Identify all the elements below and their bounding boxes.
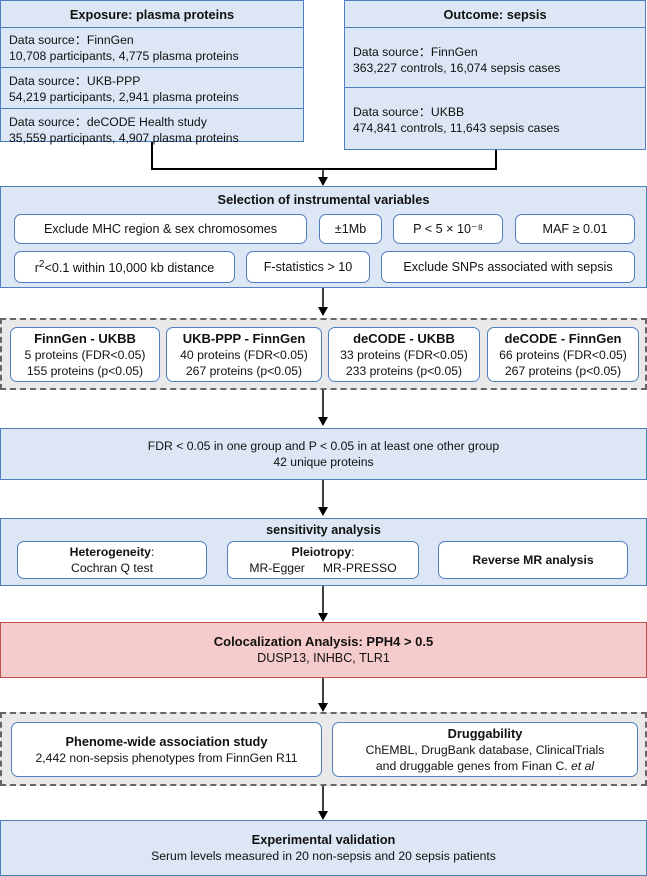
heterogeneity-test: Cochran Q test xyxy=(71,561,153,575)
pleiotropy-method-egger: MR-Egger xyxy=(249,561,305,575)
mr-group-title: FinnGen - UKBB xyxy=(34,330,136,346)
mr-group-p: 155 proteins (p<0.05) xyxy=(26,363,144,378)
exposure-source-detail: 35,559 participants, 4,907 plasma protei… xyxy=(9,131,239,145)
druggability-title: Druggability xyxy=(447,725,523,741)
heterogeneity-box: Heterogeneity: Cochran Q test xyxy=(17,541,207,579)
mr-group-ukbppp-finngen: UKB-PPP - FinnGen 40 proteins (FDR<0.05)… xyxy=(166,327,322,382)
druggability-genes: and druggable genes from Finan C. xyxy=(375,758,572,773)
connector-line xyxy=(151,142,153,169)
validation-description: Serum levels measured in 20 non-sepsis a… xyxy=(151,849,496,863)
criterion-exclude-sepsis-snps: Exclude SNPs associated with sepsis xyxy=(381,251,635,283)
exposure-source-decode: Data source：deCODE Health study 35,559 p… xyxy=(1,108,303,145)
mr-group-p: 267 proteins (p<0.05) xyxy=(185,363,303,378)
outcome-box: Outcome: sepsis Data source：FinnGen 363,… xyxy=(344,0,646,150)
outcome-source-finngen: Data source：FinnGen 363,227 controls, 16… xyxy=(345,27,645,87)
criterion-r2: r2<0.1 within 10,000 kb distance xyxy=(14,251,235,283)
pleiotropy-colon: : xyxy=(351,545,355,559)
outcome-source-label: Data source：UKBB xyxy=(353,105,465,119)
pleiotropy-method-presso: MR-PRESSO xyxy=(322,561,397,575)
arrow-down-icon xyxy=(318,480,328,516)
unique-protein-count: 42 unique proteins xyxy=(273,455,374,469)
colocalization-box: Colocalization Analysis: PPH4 > 0.5 DUSP… xyxy=(0,622,647,678)
exposure-box: Exposure: plasma proteins Data source：Fi… xyxy=(0,0,304,145)
sensitivity-title: sensitivity analysis xyxy=(266,523,381,537)
criterion-p-threshold: P < 5 × 10⁻⁸ xyxy=(393,214,503,244)
iv-selection-title: Selection of instrumental variables xyxy=(217,192,430,207)
mr-group-fdr: 33 proteins (FDR<0.05) xyxy=(340,347,468,362)
mr-group-decode-finngen: deCODE - FinnGen 66 proteins (FDR<0.05) … xyxy=(487,327,639,382)
mr-group-title: deCODE - UKBB xyxy=(353,330,455,346)
sensitivity-analysis-box: sensitivity analysis Heterogeneity: Coch… xyxy=(0,518,647,586)
mr-group-title: UKB-PPP - FinnGen xyxy=(182,330,306,346)
pleiotropy-title: Pleiotropy xyxy=(291,545,352,559)
arrow-down-icon xyxy=(318,288,328,316)
exposure-source-detail: 54,219 participants, 2,941 plasma protei… xyxy=(9,90,239,104)
mr-group-fdr: 5 proteins (FDR<0.05) xyxy=(24,347,146,362)
druggability-citation: et al xyxy=(571,758,595,773)
outcome-title: Outcome: sepsis xyxy=(443,7,547,22)
arrow-down-icon xyxy=(318,586,328,622)
mr-groups-panel: FinnGen - UKBB 5 proteins (FDR<0.05) 155… xyxy=(0,318,647,390)
arrow-down-icon xyxy=(318,678,328,712)
reverse-mr-box: Reverse MR analysis xyxy=(438,541,628,579)
druggability-sources: ChEMBL, DrugBank database, ClinicalTrial… xyxy=(365,742,605,757)
exposure-source-label: Data source：FinnGen xyxy=(9,33,134,47)
experimental-validation-box: Experimental validation Serum levels mea… xyxy=(0,820,647,876)
pleiotropy-box: Pleiotropy: MR-Egger MR-PRESSO xyxy=(227,541,419,579)
mr-group-fdr: 66 proteins (FDR<0.05) xyxy=(499,347,627,362)
criterion-f-statistics: F-statistics > 10 xyxy=(246,251,370,283)
mr-group-p: 233 proteins (p<0.05) xyxy=(345,363,463,378)
exposure-source-label: Data source：UKB-PPP xyxy=(9,74,141,88)
exposure-source-finngen: Data source：FinnGen 10,708 participants,… xyxy=(1,27,303,67)
outcome-source-ukbb: Data source：UKBB 474,841 controls, 11,64… xyxy=(345,87,645,149)
outcome-source-detail: 474,841 controls, 11,643 sepsis cases xyxy=(353,121,560,135)
druggability-box: Druggability ChEMBL, DrugBank database, … xyxy=(332,722,638,777)
iv-selection-box: Selection of instrumental variables Excl… xyxy=(0,186,647,288)
arrow-down-icon xyxy=(318,390,328,426)
criterion-r2-prefix: r xyxy=(34,261,39,276)
heterogeneity-title: Heterogeneity xyxy=(69,545,151,559)
criterion-r2-rest: <0.1 within 10,000 kb distance xyxy=(44,261,215,276)
phewas-box: Phenome-wide association study 2,442 non… xyxy=(11,722,322,777)
heterogeneity-colon: : xyxy=(150,545,155,559)
outcome-source-label: Data source：FinnGen xyxy=(353,45,478,59)
phewas-description: 2,442 non-sepsis phenotypes from FinnGen… xyxy=(35,750,298,765)
validation-title: Experimental validation xyxy=(251,832,396,847)
exposure-title: Exposure: plasma proteins xyxy=(69,7,235,22)
criterion-window: ±1Mb xyxy=(319,214,382,244)
criterion-exclude-mhc: Exclude MHC region & sex chromosomes xyxy=(14,214,307,244)
downstream-analysis-panel: Phenome-wide association study 2,442 non… xyxy=(0,712,647,786)
criterion-r2-superscript: 2 xyxy=(38,259,45,271)
criterion-maf: MAF ≥ 0.01 xyxy=(515,214,635,244)
exposure-source-label: Data source：deCODE Health study xyxy=(9,115,207,129)
phewas-title: Phenome-wide association study xyxy=(65,733,268,749)
connector-line xyxy=(495,150,497,169)
exposure-source-detail: 10,708 participants, 4,775 plasma protei… xyxy=(9,49,239,63)
arrow-down-icon xyxy=(318,786,328,820)
arrow-down-icon xyxy=(318,168,328,186)
mr-group-p: 267 proteins (p<0.05) xyxy=(504,363,622,378)
mr-group-fdr: 40 proteins (FDR<0.05) xyxy=(180,347,308,362)
exposure-source-ukbppp: Data source：UKB-PPP 54,219 participants,… xyxy=(1,67,303,108)
colocalization-title: Colocalization Analysis: PPH4 > 0.5 xyxy=(213,634,434,649)
mr-group-finngen-ukbb: FinnGen - UKBB 5 proteins (FDR<0.05) 155… xyxy=(10,327,160,382)
protein-filter-box: FDR < 0.05 in one group and P < 0.05 in … xyxy=(0,428,647,480)
colocalized-genes: DUSP13, INHBC, TLR1 xyxy=(257,651,390,665)
mr-group-decode-ukbb: deCODE - UKBB 33 proteins (FDR<0.05) 233… xyxy=(328,327,480,382)
outcome-source-detail: 363,227 controls, 16,074 sepsis cases xyxy=(353,61,561,75)
mr-group-title: deCODE - FinnGen xyxy=(504,330,622,346)
filter-criteria: FDR < 0.05 in one group and P < 0.05 in … xyxy=(147,439,500,453)
